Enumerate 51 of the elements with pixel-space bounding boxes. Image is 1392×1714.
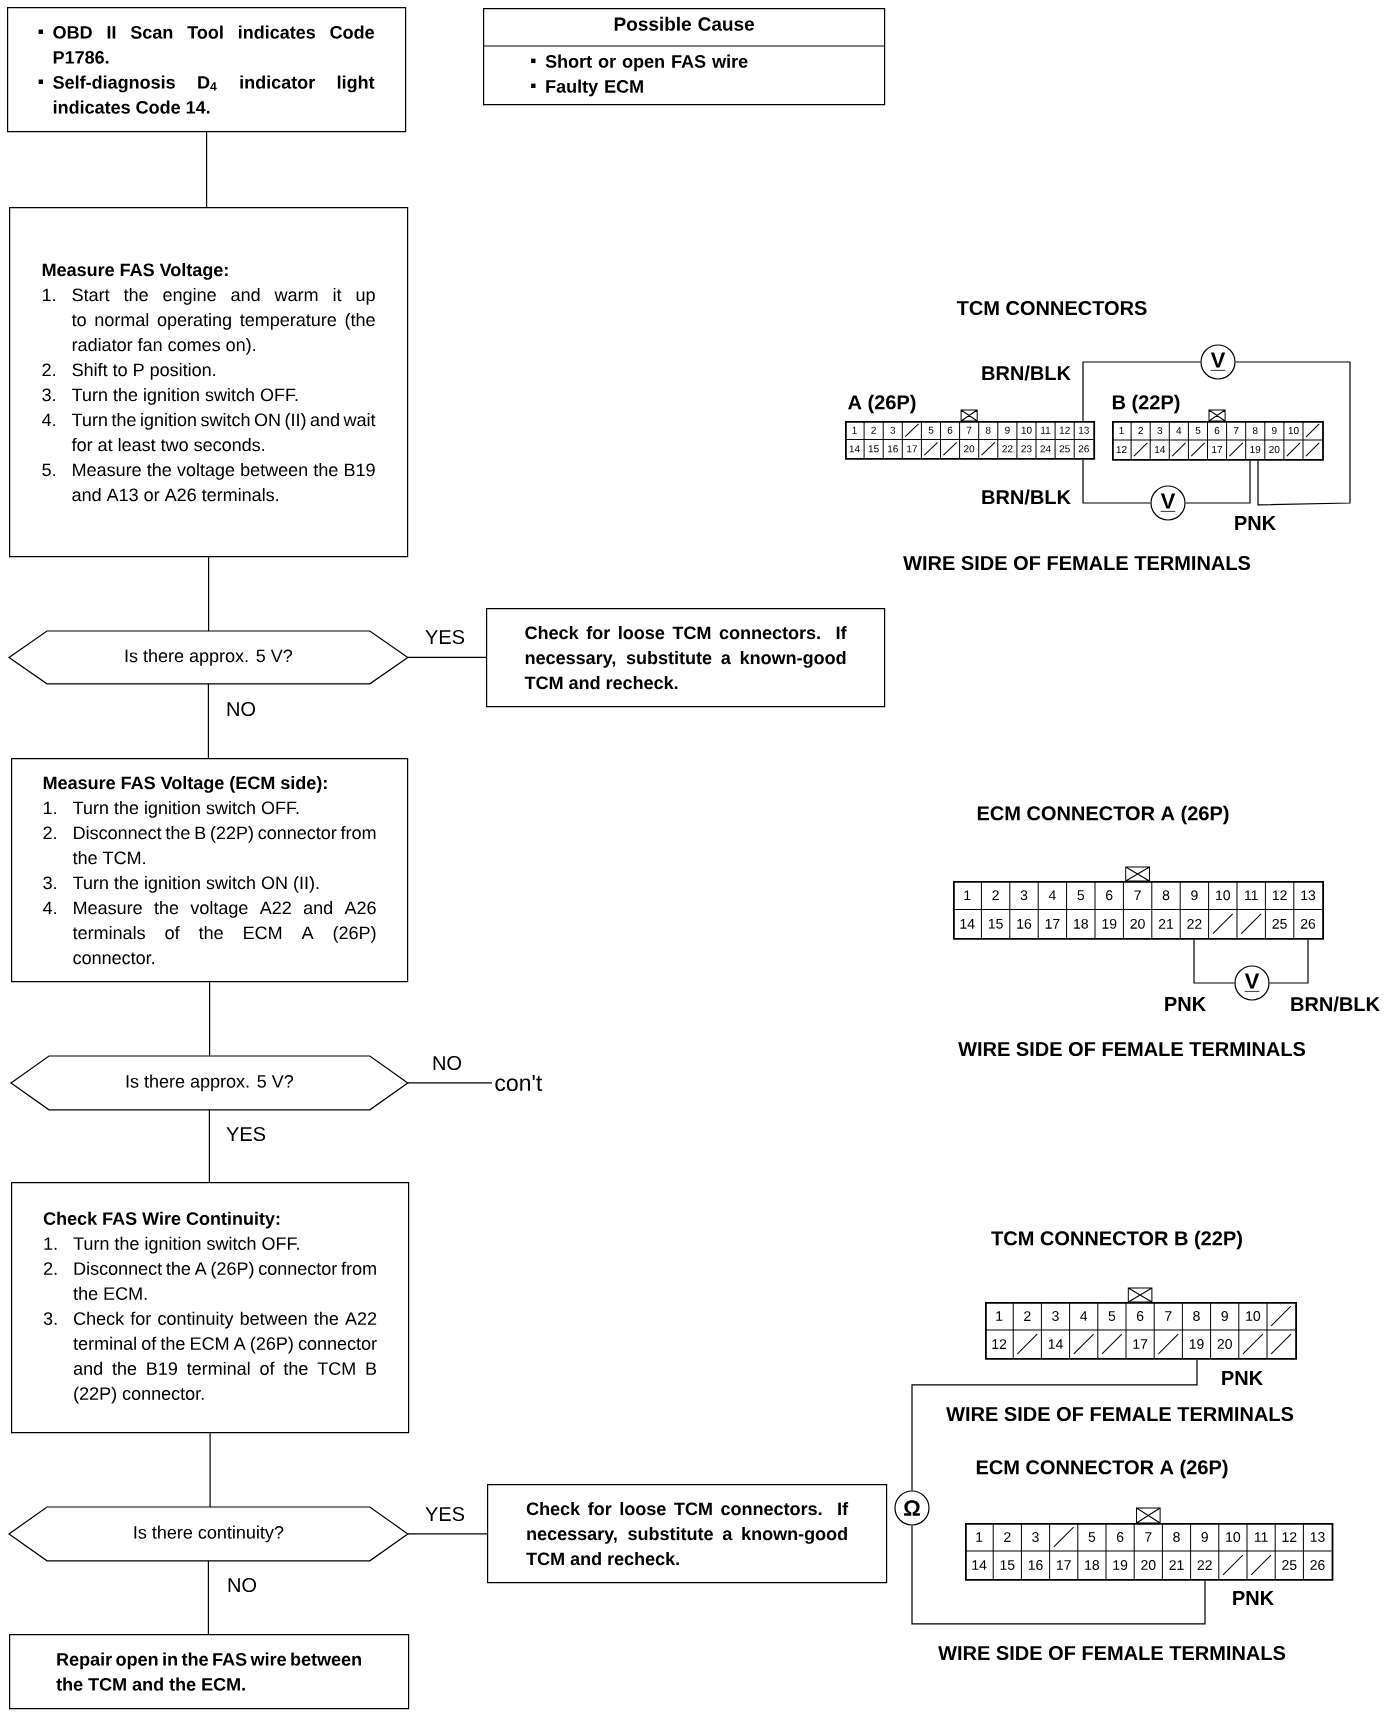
diagram-heading: WIRE SIDE OF FEMALE TERMINALS — [946, 1406, 1294, 1422]
diagram-heading: ECM CONNECTOR A (26P) — [977, 805, 1229, 825]
connector-drawing: 1 2 3 4 5 6 7 8 9 10 11 12 13 14 15 16 17 18 19 20 21 22 25 26 — [952, 866, 1324, 940]
diagram-heading: TCM CONNECTOR B (22P) — [991, 1230, 1242, 1250]
diagram-heading: WIRE SIDE OF FEMALE TERMINALS — [938, 1645, 1286, 1661]
connector-drawing: 1 2 3 5 6 7 8 9 10 11 12 13 14 15 16 17 18 19 20 21 22 25 26 — [964, 1507, 1334, 1581]
connector-line — [407, 1082, 493, 1084]
edge-label: BRN/BLK — [979, 487, 1073, 507]
edge-label: BRN/BLK — [979, 363, 1073, 383]
edge-label: YES — [224, 1124, 268, 1144]
result-box: Check for loose TCM connectors. If necessary, substitute a known-good TCM and recheck. — [486, 608, 886, 708]
result-box: Repair open in the FAS wire between the TCM and the ECM. — [9, 1634, 410, 1710]
connector-line — [1269, 939, 1309, 984]
connector-line — [911, 1525, 1206, 1625]
edge-label: PNK — [1161, 995, 1209, 1013]
diagram-heading: TCM CONNECTORS — [956, 300, 1147, 316]
connector-line — [206, 131, 208, 208]
result-box: Check for loose TCM connectors. If necessary, substitute a known-good TCM and recheck. — [487, 1484, 888, 1584]
step-box: Measure FAS Voltage (ECM side): 1. Turn the ignition switch OFF. 2. Disconnect the B (22P) connector from the TCM. 3. Turn the ignition switch ON (II). 4. Measure the voltage A22 and A26 terminals of the ECM A (26P) connector. — [11, 758, 409, 983]
edge-label: YES — [423, 1504, 467, 1524]
edge-label: PNK — [1229, 1589, 1277, 1607]
cause-box: Possible Cause Short or open FAS wire Faulty ECM — [482, 8, 886, 106]
edge-label: NO — [430, 1053, 464, 1073]
connector-line — [1193, 939, 1235, 984]
connector-line — [1235, 361, 1351, 506]
connector-line — [407, 656, 487, 658]
diagram-heading: ECM CONNECTOR A (26P) — [976, 1459, 1228, 1479]
edge-label: PNK — [1218, 1369, 1266, 1387]
edge-label: PNK — [1231, 514, 1279, 532]
connector-line — [407, 1533, 488, 1535]
edge-label: NO — [225, 1575, 259, 1595]
step-box: Measure FAS Voltage: 1. Start the engine and warm it up to normal operating temperature (the radiator fan comes on). 2. Shift to P position. 3. Turn the ignition switch OFF. 4. Turn the ignition switch ON (II) and wait for at least two seconds. 5. Measure the voltage between the B19 and A13 or A26 terminals. — [9, 207, 409, 558]
diagram-heading: WIRE SIDE OF FEMALE TERMINALS — [958, 1041, 1306, 1057]
connector-line — [1185, 460, 1251, 504]
connector-line — [911, 1359, 1198, 1491]
connector-line — [207, 683, 209, 759]
step-box: Check FAS Wire Continuity: 1. Turn the ignition switch OFF. 2. Disconnect the A (26P) connector from the ECM. 3. Check for continuity between the A22 terminal of the ECM A (26P) connector and the B19 terminal of the TCM B (22P) connector. — [11, 1182, 410, 1434]
connector-line — [208, 1109, 210, 1183]
edge-label: YES — [423, 627, 467, 647]
connector-line — [209, 1432, 211, 1508]
edge-label: BRN/BLK — [1288, 994, 1382, 1014]
diagram-heading: WIRE SIDE OF FEMALE TERMINALS — [903, 555, 1251, 571]
connector-line — [1082, 459, 1151, 504]
step-box: OBD II Scan Tool indicates Code P1786. Self-diagnosis D$_{4}$ indicator light indicates Code 14. — [7, 7, 407, 133]
connector-drawing: 1 2 3 4 5 6 7 8 9 10 12 14 17 19 20 — [984, 1287, 1297, 1360]
connector-line — [207, 1560, 209, 1635]
connector-line — [1082, 361, 1201, 422]
connector-line — [208, 556, 210, 632]
connector-line — [209, 981, 211, 1057]
continue-text: con't — [495, 1075, 543, 1092]
edge-label: NO — [224, 699, 258, 719]
